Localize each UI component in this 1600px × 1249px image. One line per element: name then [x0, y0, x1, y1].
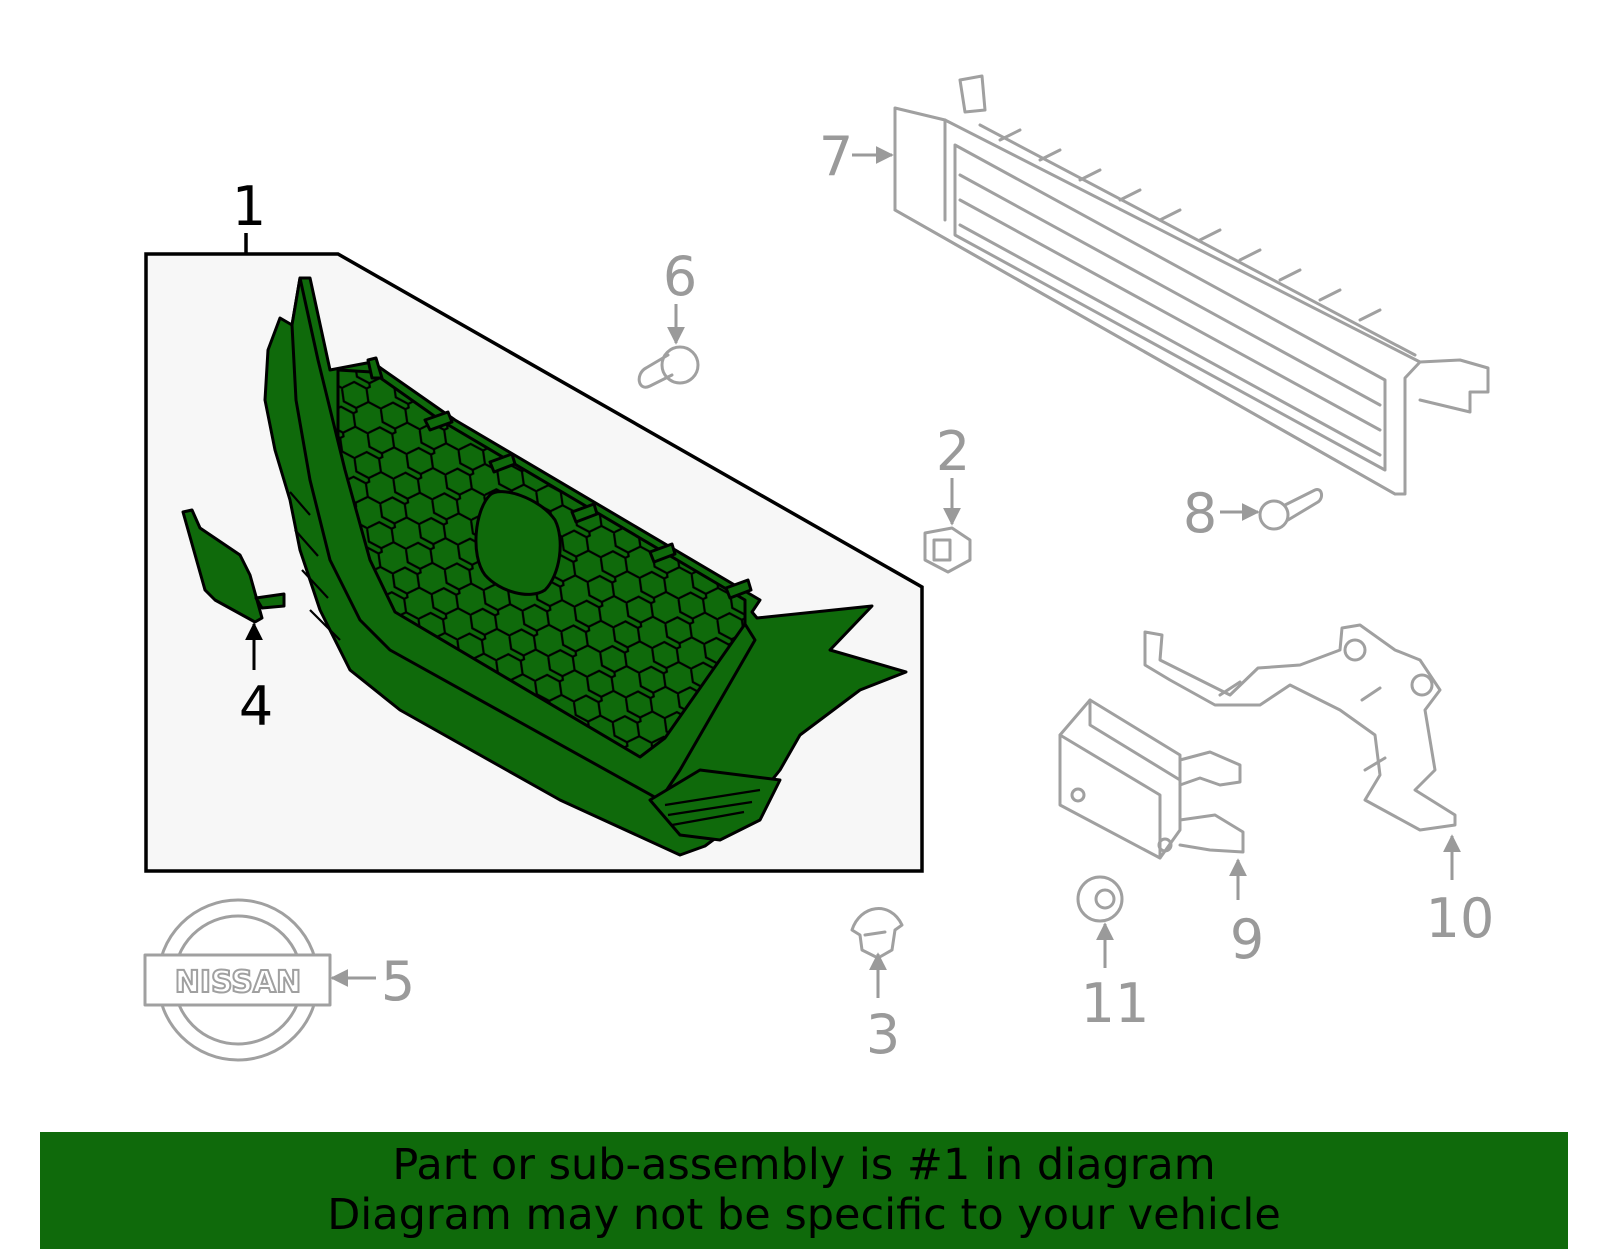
part-9-module[interactable] — [1058, 698, 1245, 860]
callout-9: 9 — [1230, 908, 1264, 971]
callout-4: 4 — [239, 675, 273, 738]
callout-2: 2 — [936, 420, 970, 483]
callout-7: 7 — [819, 125, 853, 188]
leader-arrows — [245, 146, 1461, 998]
part-7-radiator-support[interactable] — [893, 74, 1490, 496]
info-banner: Part or sub-assembly is #1 in diagram Di… — [40, 1132, 1568, 1249]
part-6-clip[interactable] — [637, 345, 700, 389]
part-8-bolt[interactable] — [1258, 488, 1324, 531]
callout-10: 10 — [1426, 887, 1495, 950]
part-2-clip[interactable] — [923, 526, 972, 574]
part-3-clip[interactable] — [850, 907, 904, 960]
callout-1: 1 — [232, 175, 266, 238]
part-11-nut[interactable] — [1076, 875, 1124, 923]
callout-8: 8 — [1183, 482, 1217, 545]
callout-6: 6 — [663, 245, 697, 308]
part-10-bracket[interactable] — [1143, 623, 1457, 832]
part-4-cover[interactable] — [181, 508, 286, 624]
grille-assembly[interactable] — [263, 276, 908, 857]
banner-line-2: Diagram may not be specific to your vehi… — [327, 1190, 1281, 1240]
callout-5: 5 — [381, 950, 415, 1013]
callout-3: 3 — [866, 1003, 900, 1066]
callout-11: 11 — [1081, 972, 1150, 1035]
emblem-text: NISSAN — [175, 965, 301, 1000]
part-5-emblem[interactable]: NISSAN — [143, 898, 332, 1062]
banner-line-1: Part or sub-assembly is #1 in diagram — [392, 1140, 1216, 1190]
